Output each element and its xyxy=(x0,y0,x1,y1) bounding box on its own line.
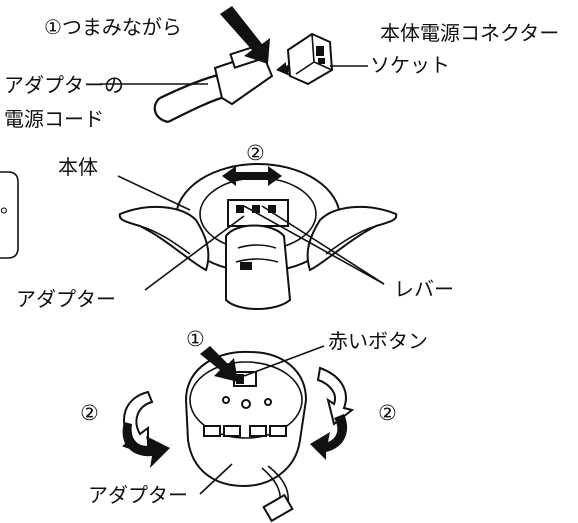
panel-1-cord-disconnect xyxy=(100,6,368,124)
label-step2-left: ② xyxy=(80,401,99,425)
body-leader xyxy=(117,175,191,211)
arrow-right-icon xyxy=(252,166,282,186)
panel-2-levers xyxy=(117,163,398,310)
label-body: 本体 xyxy=(58,155,98,179)
label-connector: 本体電源コネクター xyxy=(380,21,559,45)
label-socket: ソケット xyxy=(370,53,450,77)
label-adapter-mid: アダプター xyxy=(16,287,116,311)
side-note-text: 。 xyxy=(0,193,20,217)
label-pinch: ①つまみながら xyxy=(44,15,182,39)
rotate-arrow-left-icon xyxy=(122,422,170,468)
arrow-left-icon xyxy=(222,166,252,186)
lever-leader-2 xyxy=(243,205,385,285)
lever-leader-1 xyxy=(261,205,385,285)
label-adapter-cord-1: アダプターの xyxy=(4,73,124,97)
adapter-mid-leader xyxy=(144,215,245,291)
label-step1: ① xyxy=(186,327,205,351)
label-adapter-bottom: アダプター xyxy=(88,483,188,507)
adapter-bottom-leader xyxy=(199,463,233,495)
pinch-arrow-icon xyxy=(220,6,270,64)
wrist-shape xyxy=(225,224,292,310)
left-hand-shape xyxy=(118,205,210,272)
side-note-box xyxy=(0,171,19,259)
press-arrow-icon xyxy=(200,346,238,382)
connector-socket-shape xyxy=(286,32,334,86)
label-lever: レバー xyxy=(394,277,454,301)
rotate-arrow-right-icon xyxy=(310,414,348,460)
red-button-leader xyxy=(243,345,325,377)
label-step2-right: ② xyxy=(378,401,397,425)
rotate-arrow-right-outline xyxy=(316,366,355,426)
panel-3-rotate xyxy=(122,345,355,523)
label-red-button: 赤いボタン xyxy=(328,329,428,353)
label-adapter-cord-2: 電源コード xyxy=(4,107,104,131)
label-step2-top: ② xyxy=(246,141,265,165)
